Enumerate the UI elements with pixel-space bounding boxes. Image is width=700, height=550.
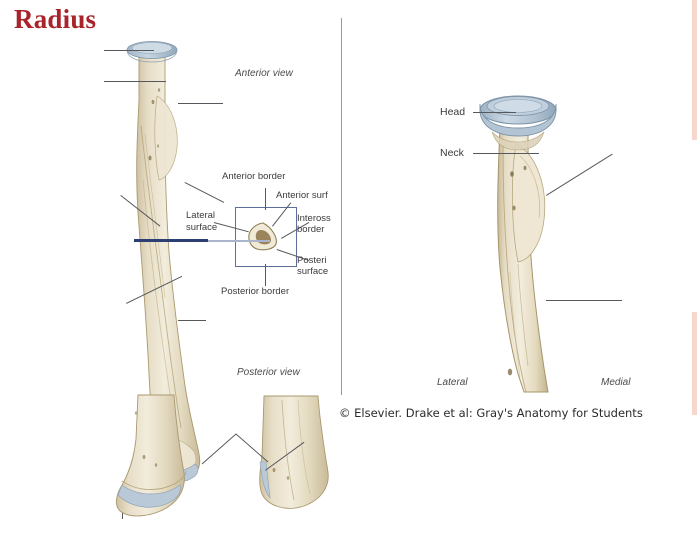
page-title: Radius: [14, 4, 97, 34]
fragment-connector-leader: [201, 433, 269, 465]
leader-line-head: [473, 112, 516, 113]
label-anterior-border: Anterior border: [222, 171, 286, 182]
label-interosseous-line2: border: [297, 224, 325, 235]
distal-radius-posterior-fragment: [259, 395, 329, 509]
leader-line-anterior-border: [265, 188, 266, 210]
label-posterior-surface-line2: surface: [297, 266, 329, 277]
label-lateral-surface: Lateral surface: [186, 210, 232, 233]
leader-line-neck: [473, 153, 539, 154]
label-posterior-surface-clipped: Posteri surface: [297, 255, 328, 277]
panel-divider: [341, 18, 342, 395]
label-interosseous-line1: Inteross: [297, 213, 331, 224]
label-medial: Medial: [601, 377, 631, 388]
label-head: Head: [440, 106, 466, 118]
cross-section-shape: [248, 222, 277, 251]
label-anterior-view: Anterior view: [235, 68, 293, 79]
label-posterior-surface-line1: Posteri: [297, 255, 327, 266]
leader-line-posterior-border: [265, 264, 266, 286]
leader-line-head-left: [104, 50, 154, 51]
distal-radius-anterior-fragment: [115, 394, 187, 517]
leader-line-interosseous-right: [546, 300, 622, 301]
section-marker-extension: [208, 240, 270, 242]
leader-line-neck-left: [104, 81, 166, 82]
label-lateral-surface-line1: Lateral surface: [186, 210, 218, 233]
edge-strip-top: [692, 0, 697, 140]
label-posterior-view: Posterior view: [237, 367, 300, 378]
leader-line-tuberosity: [178, 103, 223, 104]
label-anterior-surface-clipped: Anterior surf: [276, 190, 328, 201]
right-radius-proximal-illustration: [479, 95, 557, 393]
section-marker-line: [134, 239, 208, 242]
edge-strip-bottom: [692, 312, 697, 415]
cross-section-box: [235, 207, 297, 267]
label-posterior-border: Posterior border: [221, 286, 290, 297]
copyright-credit: © Elsevier. Drake et al: Gray's Anatomy …: [339, 406, 643, 420]
label-neck: Neck: [440, 147, 464, 159]
leader-line-shaft-distal: [178, 320, 206, 321]
label-interosseous-border-clipped: Inteross border: [297, 213, 331, 235]
label-lateral: Lateral: [437, 377, 468, 388]
